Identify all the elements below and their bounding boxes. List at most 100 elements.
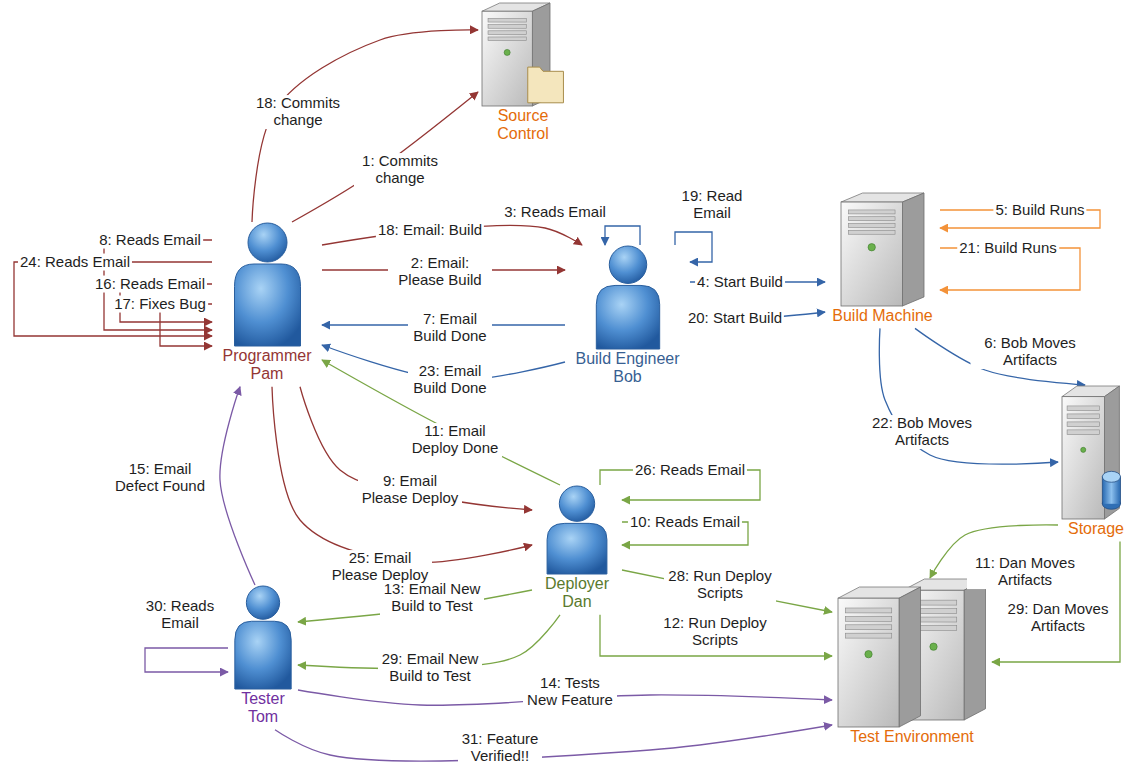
step-label: 31: Feature Verified!! — [458, 731, 542, 765]
icon-part — [609, 246, 646, 283]
icon-part — [547, 486, 607, 574]
icon-part — [841, 202, 902, 306]
icon-part — [488, 31, 526, 35]
message-arrow — [220, 387, 255, 585]
step-label: 16: Reads Email — [93, 276, 207, 293]
icon-part — [234, 223, 300, 346]
icon-part — [482, 3, 563, 106]
message-arrow — [272, 387, 532, 563]
step-label: 25: Email Please Deploy — [328, 550, 432, 584]
step-label: 29: Email New Build to Test — [378, 651, 482, 685]
step-label: 9: Email Please Deploy — [358, 473, 462, 507]
person-icon — [592, 245, 664, 350]
icon-part — [848, 217, 895, 221]
step-label: 4: Start Build — [695, 274, 785, 291]
node-label: Build Engineer Bob — [565, 350, 690, 387]
step-label: 30: Reads Email — [143, 598, 217, 632]
node-label: Source Control — [478, 107, 568, 144]
actor-node: Deployer Dan — [532, 485, 622, 615]
icon-part — [235, 586, 291, 689]
icon-part — [868, 244, 875, 251]
step-label: 17: Fixes Bug — [112, 296, 208, 313]
message-arrow — [275, 725, 832, 761]
server-node: Build Machine — [825, 192, 940, 328]
icon-part — [1067, 406, 1099, 411]
step-label: 23: Email Build Done — [408, 363, 492, 397]
icon-part — [596, 285, 659, 349]
icon-part — [899, 587, 920, 727]
server-node: Storage — [1058, 385, 1134, 541]
message-arrow — [605, 226, 640, 245]
step-label: 10: Reads Email — [628, 514, 742, 531]
icon-part — [838, 598, 899, 727]
server-icon — [840, 192, 925, 307]
message-arrow — [145, 648, 228, 672]
message-arrow — [252, 30, 478, 222]
step-label: 21: Build Runs — [957, 240, 1059, 257]
icon-part — [246, 586, 279, 619]
icon-part — [845, 625, 891, 630]
step-label: 24: Reads Email — [18, 254, 132, 271]
icon-part — [841, 193, 924, 306]
icon-part — [488, 37, 526, 41]
step-label: 3: Reads Email — [502, 204, 608, 221]
step-label: 1: Commits change — [354, 153, 446, 187]
node-label: Programmer Pam — [212, 347, 322, 384]
icon-part — [1067, 430, 1099, 435]
step-label: 20: Start Build — [686, 310, 784, 327]
node-label: Test Environment — [832, 728, 992, 746]
icon-part — [504, 49, 510, 55]
icon-part — [865, 651, 872, 658]
icon-part — [559, 486, 594, 521]
step-label: 13: Email New Build to Test — [380, 581, 484, 615]
icon-part — [902, 193, 924, 306]
message-arrow — [600, 615, 832, 656]
message-arrow — [675, 232, 712, 262]
icon-part — [848, 224, 895, 228]
step-label: 5: Build Runs — [993, 202, 1086, 219]
icon-part — [838, 579, 986, 727]
icon-part — [1062, 386, 1121, 519]
step-label: 11: Email Deploy Done — [408, 423, 502, 457]
step-label: 11: Dan Moves Artifacts — [967, 555, 1083, 589]
person-icon — [543, 485, 611, 575]
actor-node: Build Engineer Bob — [565, 245, 690, 390]
step-label: 19: Read Email — [677, 188, 747, 222]
icon-part — [596, 246, 659, 349]
icon-part — [234, 264, 300, 346]
icon-part — [845, 608, 891, 613]
icon-part — [1081, 447, 1086, 452]
icon-part — [488, 18, 526, 22]
step-label: 28: Run Deploy Scripts — [664, 568, 776, 602]
actor-node: Tester Tom — [228, 585, 298, 730]
message-arrow — [14, 262, 212, 336]
connectors — [14, 30, 1120, 761]
icon-part — [1102, 471, 1120, 482]
server-icon — [837, 578, 987, 728]
icon-part — [1062, 397, 1104, 519]
icon-part — [964, 579, 985, 720]
icon-part — [845, 616, 891, 621]
icon-part — [930, 643, 937, 650]
message-arrow — [300, 387, 532, 510]
icon-part — [848, 210, 895, 214]
actor-node: Programmer Pam — [212, 222, 322, 387]
icon-part — [1067, 422, 1099, 427]
step-label: 8: Reads Email — [97, 232, 203, 249]
step-label: 15: Email Defect Found — [110, 461, 210, 495]
server-icon — [1061, 385, 1131, 520]
person-icon — [230, 222, 305, 347]
message-arrow — [322, 360, 560, 485]
step-label: 2: Email: Please Build — [388, 255, 492, 289]
step-label: 14: Tests New Feature — [523, 675, 617, 709]
icon-part — [845, 633, 891, 638]
node-label: Deployer Dan — [532, 575, 622, 612]
step-label: 26: Reads Email — [633, 462, 747, 479]
server-icon — [481, 2, 566, 107]
icon-part — [547, 523, 607, 574]
icon-part — [848, 230, 895, 234]
step-label: 18: Commits change — [252, 95, 344, 129]
step-label: 7: Email Build Done — [408, 311, 492, 345]
step-label: 6: Bob Moves Artifacts — [971, 335, 1090, 369]
server-node: Test Environment — [832, 578, 992, 749]
